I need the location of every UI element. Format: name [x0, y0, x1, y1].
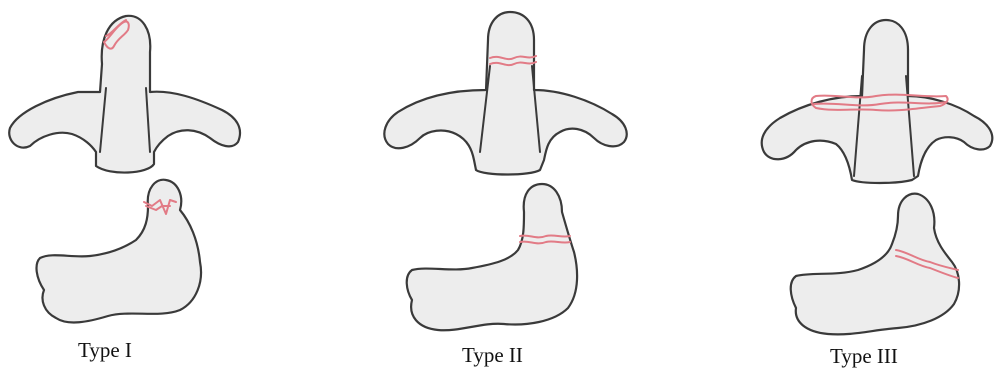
type-3-front-body	[762, 20, 993, 183]
type-2-label: Type II	[462, 343, 523, 367]
type-3-label: Type III	[830, 344, 898, 368]
type-2-group: Type II	[384, 12, 626, 367]
type-1-group: Type I	[9, 16, 240, 362]
type-1-front-body	[9, 16, 240, 173]
type-1-front-view	[9, 16, 240, 173]
type-2-lateral-body	[407, 184, 577, 330]
type-3-group: Type III	[762, 20, 993, 368]
type-1-lateral-view	[37, 180, 202, 323]
type-1-label: Type I	[78, 338, 132, 362]
type-2-lateral-view	[407, 184, 577, 330]
type-3-lateral-view	[791, 194, 959, 335]
type-3-front-view	[762, 20, 993, 183]
type-2-front-view	[384, 12, 626, 175]
type-2-front-body	[384, 12, 626, 175]
